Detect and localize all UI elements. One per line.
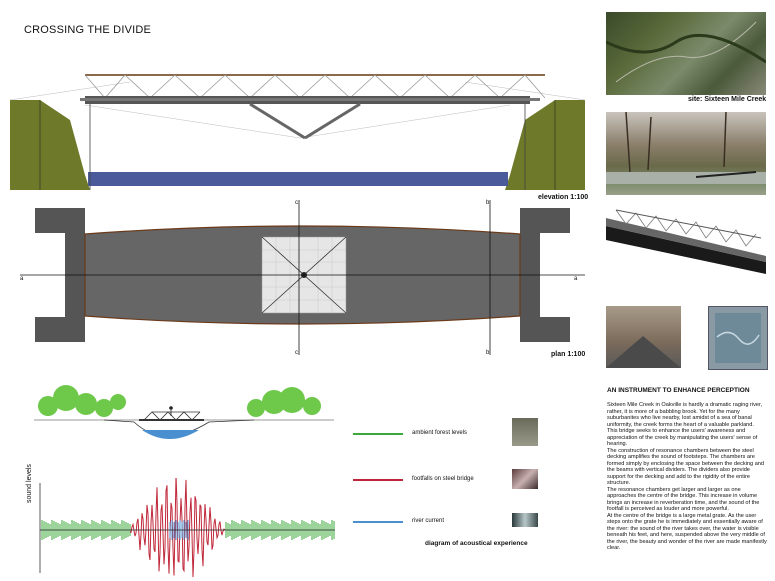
- legend-swatch-footfalls: [353, 479, 403, 481]
- y-axis-label: sound levels: [26, 464, 33, 503]
- article-paragraph: At the centre of the bridge is a large m…: [607, 512, 767, 552]
- legend-swatch-river: [353, 521, 403, 523]
- elevation-drawing: [10, 74, 585, 190]
- section-marker-a-left: a: [20, 276, 24, 282]
- water-through-grate-photo: [708, 306, 768, 370]
- section-marker-a-right: a: [574, 276, 578, 282]
- page-title: CROSSING THE DIVIDE: [24, 24, 152, 36]
- site-caption: site: Sixteen Mile Creek: [688, 96, 767, 103]
- plan-scale-label: plan 1:100: [551, 351, 586, 358]
- aerial-site-photo: [606, 12, 766, 95]
- article-paragraph: The resonance chambers get larger and la…: [607, 486, 760, 513]
- elevation-scale-label: elevation 1:100: [538, 194, 589, 201]
- left-embankment: [10, 100, 90, 190]
- grate-view-photo: [606, 306, 681, 368]
- footfalls-photo: [512, 469, 538, 489]
- legend-label-river: river current: [412, 518, 445, 524]
- bridge-render: [606, 204, 766, 284]
- river-current-photo: [512, 513, 538, 527]
- right-embankment: [505, 100, 585, 190]
- section-marker-b-top: b: [486, 200, 490, 206]
- article-paragraph: This bridge seeks to enhance the users' …: [607, 428, 758, 447]
- creek-photo: [606, 112, 766, 195]
- legend-swatch-ambient: [353, 433, 403, 435]
- article-body: Sixteen Mile Creek in Oakville is hardly…: [607, 402, 767, 552]
- article-heading: AN INSTRUMENT TO ENHANCE PERCEPTION: [607, 387, 750, 394]
- river-water: [88, 172, 508, 186]
- article-paragraph: Sixteen Mile Creek in Oakville is hardly…: [607, 402, 763, 428]
- section-marker-c-top: c: [295, 200, 298, 206]
- sound-wave-diagram: [39, 478, 335, 578]
- section-diagram: [34, 385, 334, 439]
- plan-drawing: [20, 200, 585, 355]
- forest-path-photo: [512, 418, 538, 446]
- section-marker-c-bottom: c: [295, 350, 298, 356]
- article-paragraph: The construction of resonance chambers b…: [607, 447, 765, 487]
- diagram-caption: diagram of acoustical experience: [425, 540, 528, 547]
- section-marker-b-bottom: b: [486, 350, 490, 356]
- legend-label-ambient: ambient forest levels: [412, 430, 468, 436]
- legend-label-footfalls: footfalls on steel bridge: [412, 476, 474, 482]
